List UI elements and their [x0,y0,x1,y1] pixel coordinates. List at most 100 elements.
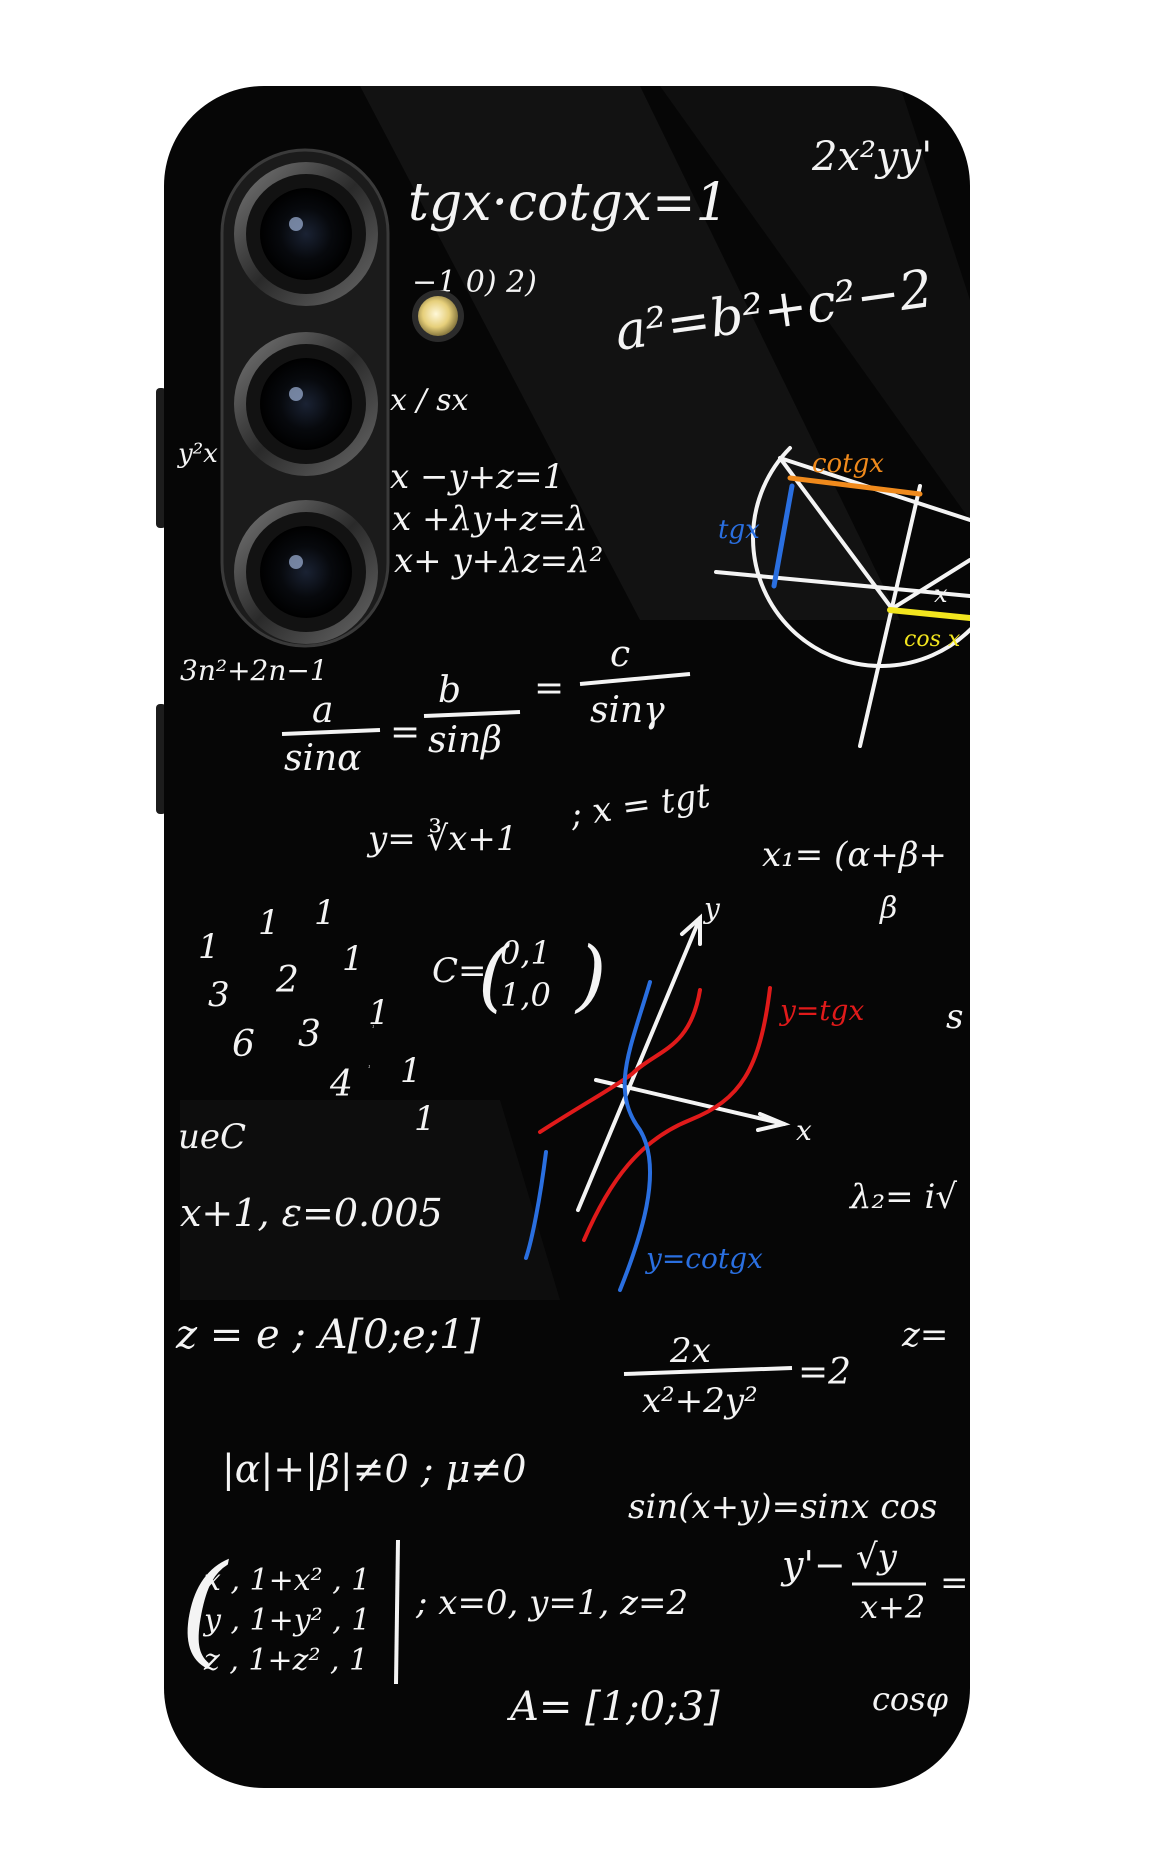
formula-cos-phi: cosφ [872,1680,949,1718]
matrix3-row-2: y , 1+y² , 1 [202,1603,370,1638]
c-matrix-row-2: 1,0 [500,976,551,1014]
number-cluster-item: 6 [232,1024,255,1065]
c-matrix-row-1: 0,1 [500,934,551,972]
number-cluster-item: 3 [208,975,230,1015]
cotg-curve-1 [524,1150,548,1260]
sine-law-bar-2 [423,710,521,718]
fraction-numerator: 2x [669,1331,711,1371]
formula-lambda2: λ₂= i√ [848,1177,957,1217]
unit-circle-x-label: x [934,580,948,608]
sine-law-eq-1: = [390,712,420,753]
formula-system-line-2: x +λy+z=λ [392,499,588,539]
sine-law-sinb: sinβ [428,720,502,761]
graph-x-label: x [796,1114,812,1147]
matrix3-bracket-left: ( [180,1540,229,1679]
number-cluster-item: 1 [342,939,364,979]
side-button-lower [156,704,166,814]
formula-y-prime-denominator: x+2 [860,1588,925,1626]
camera-lens-bottom [234,500,378,644]
number-cluster-item: 1 [368,993,390,1033]
number-cluster-item: 1 [372,1024,375,1029]
reflection-band-2 [660,86,970,520]
formula-system-line-1: x −y+z=1 [390,457,564,497]
number-cluster-item: 1 [314,893,336,933]
matrix3-bar-right [394,1539,400,1685]
formula-sequence-fragment: 3n²+2n−1 [180,654,328,687]
graph-y-arrow [680,913,702,946]
formula-y-prime-eq: = [940,1563,969,1603]
formula-y2x-fragment: y²x [177,439,218,469]
formula-in-c: ueC [178,1117,246,1157]
formula-tg-cotg: tgx·cotgx=1 [408,173,729,233]
formula-system-line-3: x+ y+λz=λ² [394,541,603,581]
formula-xyz-values: ; x=0, y=1, z=2 [415,1583,688,1623]
formula-sin-sum: sin(x+y)=sinx cos [628,1487,937,1527]
fraction-bar [623,1366,793,1376]
fraction-rhs: =2 [798,1352,851,1393]
camera-flash [412,290,464,342]
unit-circle-radius [778,456,892,608]
sine-law-bar-3 [579,672,691,686]
unit-circle-chord [888,558,970,612]
unit-circle-tg-label: tgx [718,515,760,545]
c-matrix-bracket-left: ( [478,931,510,1021]
sine-law-bar-1 [281,728,381,736]
graph-cotg-label: y=cotgx [644,1242,763,1275]
sine-law-b: b [438,670,461,711]
formula-y-prime-numerator: √y [856,1537,898,1577]
camera-module [220,148,464,648]
sine-law-sing: sinγ [590,690,665,731]
formula-a-vector: A= [1;0;3] [506,1684,720,1730]
number-cluster-item: 1 [414,1099,436,1139]
formula-alpha-beta: |α|+|β|≠0 ; μ≠0 [222,1447,526,1491]
unit-circle-axis-v [858,484,922,748]
sine-law-c: c [610,634,630,675]
formula-z-eq-e: z = e ; A[0;e;1] [175,1312,481,1358]
formula-s-fragment: s [946,997,963,1037]
graph-x-axis [594,1078,786,1126]
formula-epsilon: x+1, ε=0.005 [180,1191,443,1235]
tg-curve-2 [582,986,772,1242]
c-matrix-bracket-right: ) [574,931,606,1021]
tangent-cotangent-graph: y x y=tgx y=cotgx [524,892,864,1292]
number-cluster-item: 1 [400,1051,422,1091]
formula-beta-fragment: β [879,891,897,926]
camera-lens-middle [234,332,378,476]
sine-law-sina: sinα [284,738,361,779]
matrix3-row-1: x , 1+x² , 1 [204,1563,370,1598]
formula-x1-fragment: x₁= (α+β+ [762,835,947,875]
sine-law-a: a [312,690,333,731]
formula-fraction-fragment: x / sx [390,383,468,418]
cotg-curve-2 [618,980,653,1292]
formula-z-eq-fragment: z= [901,1315,948,1355]
unit-circle [751,446,970,668]
number-cluster-item: 4 [329,1064,353,1105]
formula-top-right: 2x²yy' [811,134,932,180]
cotg-segment [787,475,923,497]
graph-y-axis [576,916,702,1212]
number-cluster-item: 1 [198,927,220,967]
unit-circle-cos-label: cos x [904,627,961,652]
fraction-denominator: x²+2y² [642,1381,758,1421]
sine-law-eq-2: = [534,668,564,709]
formula-cube-root: y= ∛x+1 [366,818,517,859]
unit-circle-axis-h [714,570,970,598]
cos-segment [887,607,970,621]
matrix3-row-3: z , 1+z² , 1 [203,1643,368,1678]
number-cluster-item: 1 [258,903,280,943]
number-cluster-item: 3 [298,1014,321,1055]
c-matrix-label: C= [432,951,487,991]
tg-segment [771,483,795,589]
graph-y-label: y [702,892,721,925]
number-cluster-item: 2 [275,960,299,1001]
unit-circle-cotg-label: cotgx [812,449,884,479]
side-button-upper [156,388,166,528]
graph-x-arrow [756,1112,791,1132]
camera-lens-top [234,162,378,306]
unit-circle-diagram: cotgx tgx x cos x [714,446,970,748]
graph-tg-label: y=tgx [778,994,864,1027]
tg-curve-1 [538,988,702,1134]
formula-y-prime: y'− [780,1543,846,1587]
number-cluster-item: 1 [368,1064,371,1069]
